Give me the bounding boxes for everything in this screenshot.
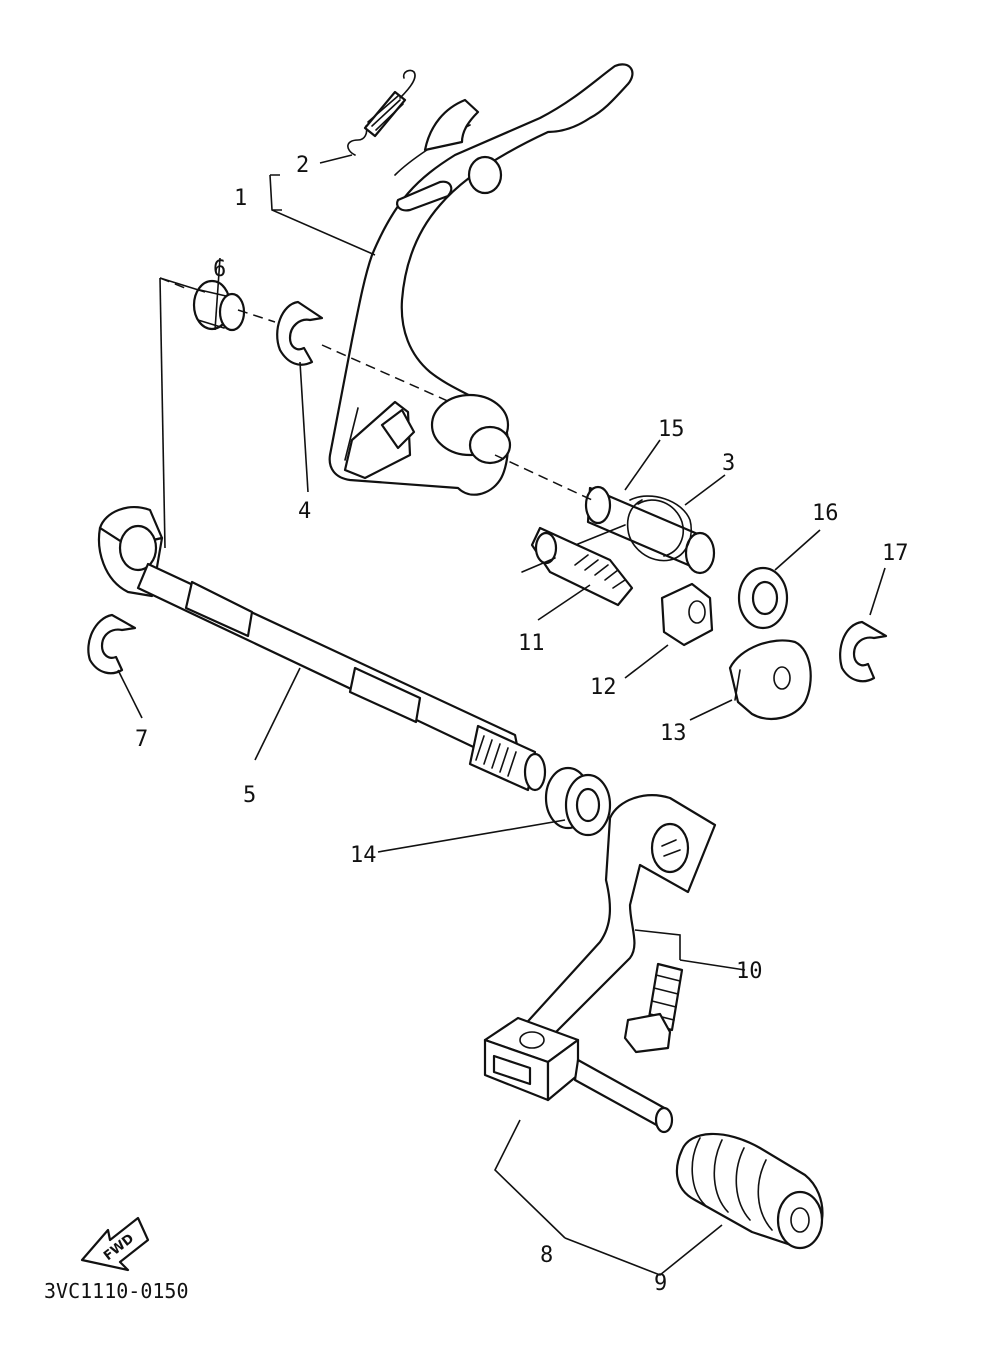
plate-part-13 <box>728 639 812 720</box>
label-part-10: 10 <box>736 959 763 984</box>
leader-lines <box>117 154 886 1276</box>
pin-and-spring-parts-15-3 <box>567 485 716 575</box>
label-part-4: 4 <box>298 499 311 524</box>
collar-part-6 <box>192 279 246 332</box>
shift-shaft-part-5 <box>98 506 547 792</box>
washer-part-16 <box>737 566 789 630</box>
pedal-rubber-part-9 <box>675 1132 824 1250</box>
label-part-1: 1 <box>234 186 247 211</box>
nut-part-12 <box>660 582 714 647</box>
label-part-7: 7 <box>135 727 148 752</box>
spring-part-2 <box>347 69 416 156</box>
circlip-part-7 <box>87 613 137 675</box>
label-part-6: 6 <box>213 257 226 282</box>
shift-arm-part-1 <box>328 63 634 496</box>
label-part-12: 12 <box>590 675 617 700</box>
part-number-labels: 1 2 3 4 5 6 7 8 9 10 11 12 13 14 15 16 1… <box>135 153 909 1296</box>
drawing-code: 3VC1110-0150 <box>44 1279 189 1303</box>
assembly-guide-lines <box>159 277 593 549</box>
bolt-part-10 <box>623 962 684 1054</box>
label-part-13: 13 <box>660 721 687 746</box>
circlip-part-17 <box>839 620 888 683</box>
label-part-15: 15 <box>658 417 685 442</box>
shift-pedal-part-8 <box>483 794 717 1134</box>
label-part-8: 8 <box>540 1243 553 1268</box>
stud-part-11 <box>521 526 634 607</box>
label-part-14: 14 <box>350 843 377 868</box>
label-part-5: 5 <box>243 783 256 808</box>
circlip-part-4 <box>276 300 324 366</box>
label-part-3: 3 <box>722 451 735 476</box>
label-part-16: 16 <box>812 501 839 526</box>
label-part-11: 11 <box>518 631 545 656</box>
oil-seal-part-14 <box>544 766 612 837</box>
label-part-2: 2 <box>296 153 309 178</box>
label-part-17: 17 <box>882 541 909 566</box>
fwd-arrow-icon: FWD <box>80 1216 150 1272</box>
label-part-9: 9 <box>654 1271 667 1296</box>
